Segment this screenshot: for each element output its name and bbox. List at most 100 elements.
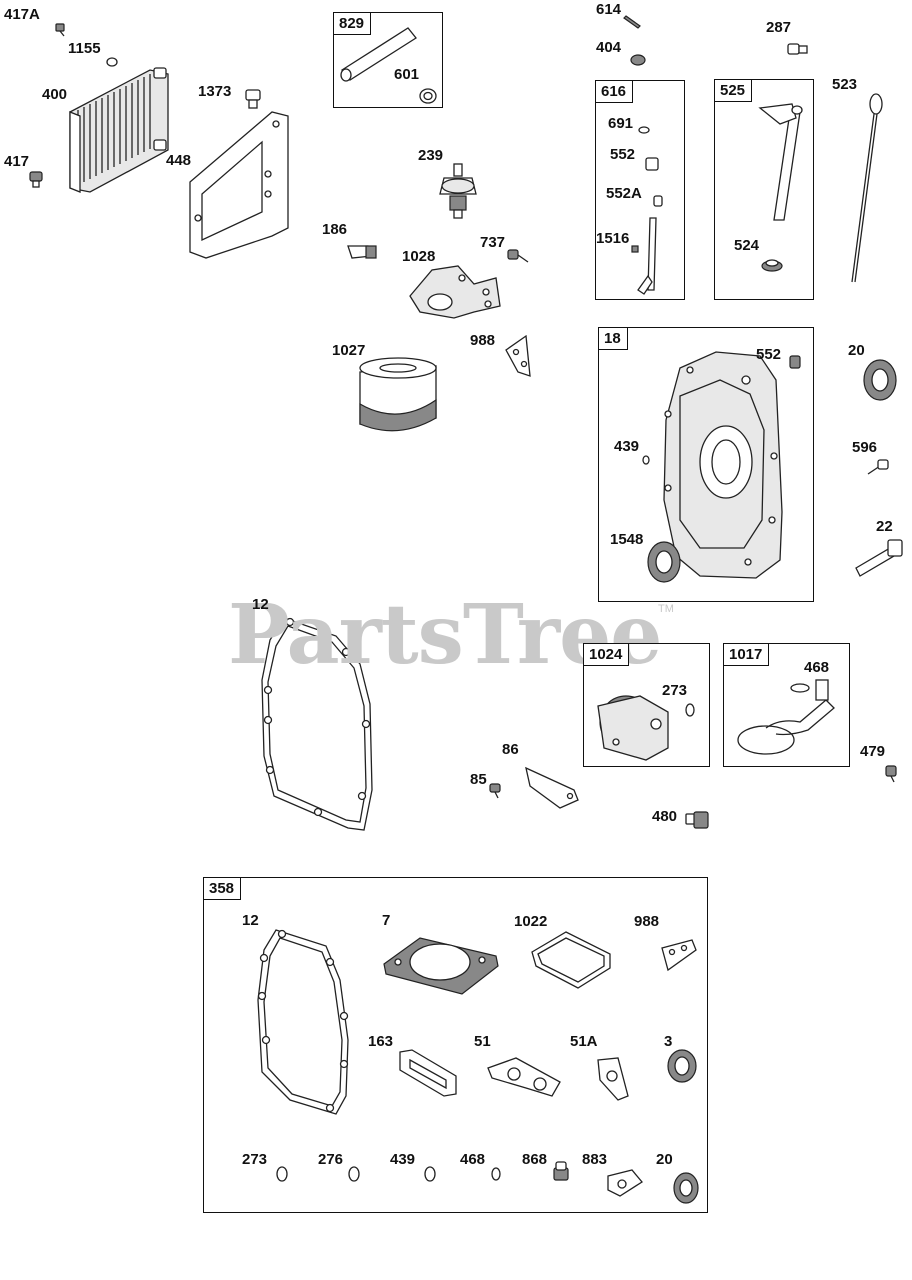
gasket-988b-icon (661, 939, 697, 972)
kit-box-1024: 1024 (583, 643, 710, 767)
part-label-737[interactable]: 737 (480, 234, 506, 251)
oring-468a-icon (790, 683, 810, 693)
part-label-883[interactable]: 883 (582, 1151, 608, 1168)
screw-85-icon (489, 783, 501, 799)
oring-468b-icon (491, 1167, 501, 1181)
oring-691-icon (638, 126, 650, 134)
part-label-51[interactable]: 51 (474, 1033, 491, 1050)
screw-287-icon (787, 43, 808, 55)
gasket-51a-icon (597, 1057, 629, 1101)
part-label-552-kit616[interactable]: 552 (610, 146, 636, 163)
head-gasket-7-icon (383, 937, 499, 995)
part-label-1373[interactable]: 1373 (198, 83, 232, 100)
part-label-7[interactable]: 7 (382, 912, 391, 929)
gasket-988-icon (505, 334, 531, 377)
seal-3-icon (667, 1049, 697, 1083)
bushing-552-icon (645, 157, 659, 171)
part-label-20-top[interactable]: 20 (848, 342, 865, 359)
part-label-448[interactable]: 448 (166, 152, 192, 169)
pin-614-icon (623, 15, 641, 29)
part-label-3[interactable]: 3 (664, 1033, 673, 1050)
part-label-691[interactable]: 691 (608, 115, 634, 132)
gasket-163-icon (399, 1049, 457, 1097)
part-label-186[interactable]: 186 (322, 221, 348, 238)
part-label-988-kit[interactable]: 988 (634, 913, 660, 930)
bushing-552b-icon (789, 355, 801, 369)
dipstick-523-icon (851, 93, 883, 283)
part-label-439-kit[interactable]: 439 (390, 1151, 416, 1168)
seal-20a-icon (863, 359, 897, 401)
filter-adapter-1028-icon (409, 265, 501, 319)
part-label-523[interactable]: 523 (832, 76, 858, 93)
governor-arm-1516-icon (631, 217, 657, 295)
part-label-287[interactable]: 287 (766, 19, 792, 36)
gasket-51-icon (487, 1057, 561, 1097)
part-label-12-kit[interactable]: 12 (242, 912, 259, 929)
gasket-1022-icon (531, 931, 611, 989)
kit-tag-1024: 1024 (584, 644, 630, 666)
screw-479-icon (885, 765, 897, 783)
part-label-417[interactable]: 417 (4, 153, 30, 170)
part-label-988-top[interactable]: 988 (470, 332, 496, 349)
part-label-273-top[interactable]: 273 (662, 682, 688, 699)
part-label-20-kit[interactable]: 20 (656, 1151, 673, 1168)
part-label-22[interactable]: 22 (876, 518, 893, 535)
oring-273b-icon (276, 1166, 288, 1182)
part-label-868[interactable]: 868 (522, 1151, 548, 1168)
screw-1373-icon (245, 89, 261, 109)
oil-cooler-400-icon (69, 67, 169, 193)
oil-filter-1027-icon (359, 357, 437, 432)
part-label-596[interactable]: 596 (852, 439, 878, 456)
part-label-1027[interactable]: 1027 (332, 342, 366, 359)
part-label-614[interactable]: 614 (596, 1, 622, 18)
oring-439a-icon (642, 455, 650, 465)
part-label-1022[interactable]: 1022 (514, 913, 548, 930)
gasket-883-icon (607, 1169, 643, 1197)
bracket-448-icon (189, 111, 289, 259)
part-label-479[interactable]: 479 (860, 743, 886, 760)
part-label-86[interactable]: 86 (502, 741, 519, 758)
kit-tag-1017: 1017 (724, 644, 770, 666)
part-label-552-kit18[interactable]: 552 (756, 346, 782, 363)
kit-box-616: 616 (595, 80, 685, 300)
part-label-1548[interactable]: 1548 (610, 531, 644, 548)
part-label-468-top[interactable]: 468 (804, 659, 830, 676)
part-label-12-top[interactable]: 12 (252, 596, 269, 613)
part-label-273-kit[interactable]: 273 (242, 1151, 268, 1168)
cover-86-icon (525, 766, 579, 809)
watermark-trademark: TM (658, 603, 674, 615)
kit-box-1017: 1017 (723, 643, 850, 767)
part-label-439-top[interactable]: 439 (614, 438, 640, 455)
crankcase-cover-18-icon (663, 351, 783, 579)
part-label-524[interactable]: 524 (734, 237, 760, 254)
part-label-1516[interactable]: 1516 (596, 230, 630, 247)
part-label-276[interactable]: 276 (318, 1151, 344, 1168)
part-label-163[interactable]: 163 (368, 1033, 394, 1050)
part-label-1028[interactable]: 1028 (402, 248, 436, 265)
part-label-1155[interactable]: 1155 (68, 40, 101, 57)
washer-1155-icon (106, 57, 118, 67)
grommet-524-icon (761, 259, 783, 272)
part-label-404[interactable]: 404 (596, 39, 622, 56)
pressure-switch-239-icon (439, 163, 477, 219)
kit-box-18: 18 (598, 327, 814, 602)
clamp-601-icon (419, 88, 437, 104)
part-label-468-kit[interactable]: 468 (460, 1151, 486, 1168)
part-label-552a[interactable]: 552A (606, 185, 642, 202)
kit-tag-525: 525 (715, 80, 753, 102)
oring-439b-icon (424, 1166, 436, 1182)
part-label-239[interactable]: 239 (418, 147, 444, 164)
oring-276-icon (348, 1166, 360, 1182)
part-label-51a[interactable]: 51A (570, 1033, 598, 1050)
part-label-601[interactable]: 601 (394, 66, 420, 83)
part-label-480[interactable]: 480 (652, 808, 678, 825)
part-label-85[interactable]: 85 (470, 771, 487, 788)
kit-tag-829: 829 (334, 13, 372, 35)
dipstick-tube-525-icon (758, 103, 803, 221)
bolt-22-icon (855, 539, 903, 577)
valve-seal-868-icon (553, 1161, 569, 1181)
kit-tag-18: 18 (599, 328, 628, 350)
part-label-417a[interactable]: 417A (4, 6, 40, 23)
part-label-400[interactable]: 400 (42, 86, 68, 103)
